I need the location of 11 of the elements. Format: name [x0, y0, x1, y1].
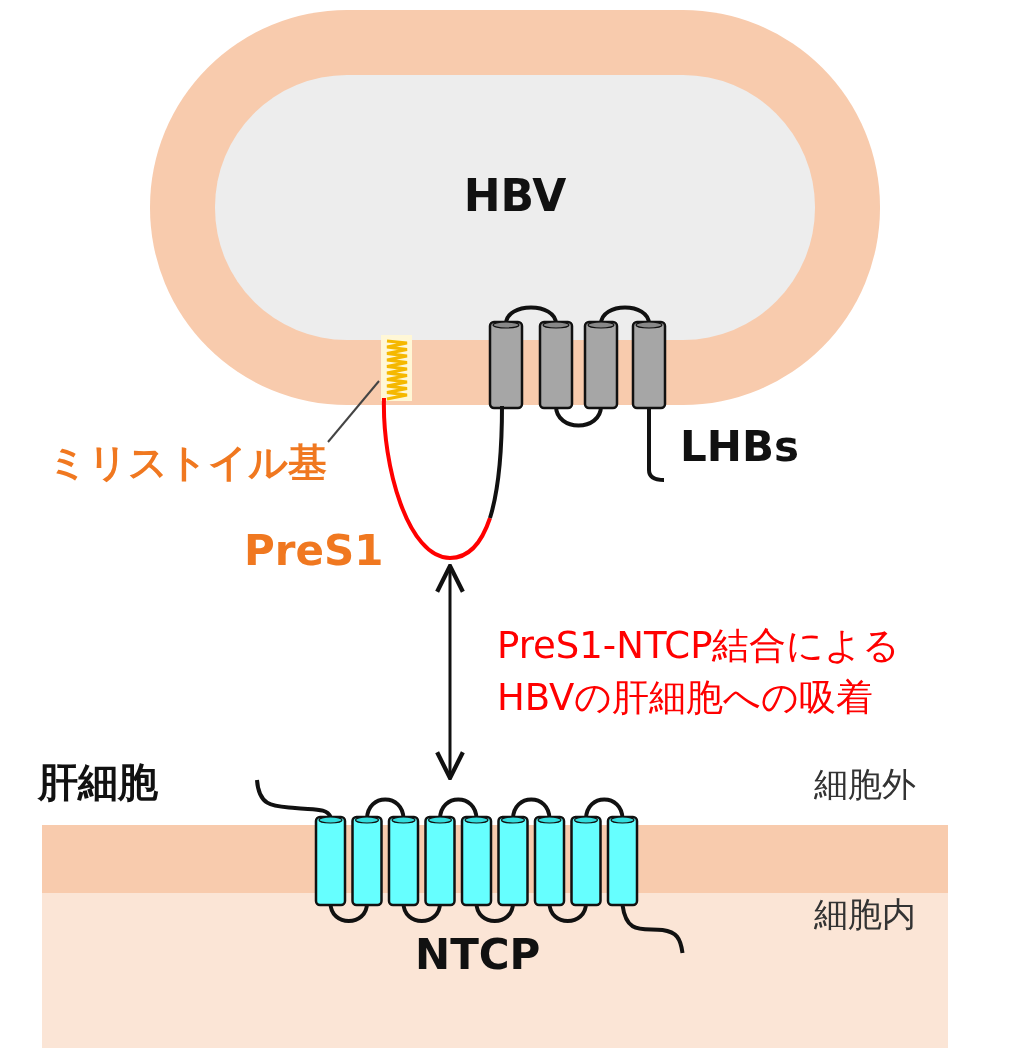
protein-label: LHBs — [680, 422, 799, 471]
region-label: 細胞内 — [814, 893, 916, 936]
callout-label: ミリストイル基 — [48, 439, 327, 487]
double-arrow — [435, 563, 465, 781]
region-label: 細胞外 — [814, 763, 916, 806]
edge-label: PreS1-NTCP結合によるHBVの肝細胞への吸着 — [497, 623, 902, 721]
leader-line — [327, 380, 380, 443]
cell-label: 肝細胞 — [38, 758, 158, 807]
protein-label: PreS1 — [244, 526, 384, 575]
protein-label: NTCP — [415, 930, 541, 979]
virus-label: HBV — [462, 170, 568, 221]
